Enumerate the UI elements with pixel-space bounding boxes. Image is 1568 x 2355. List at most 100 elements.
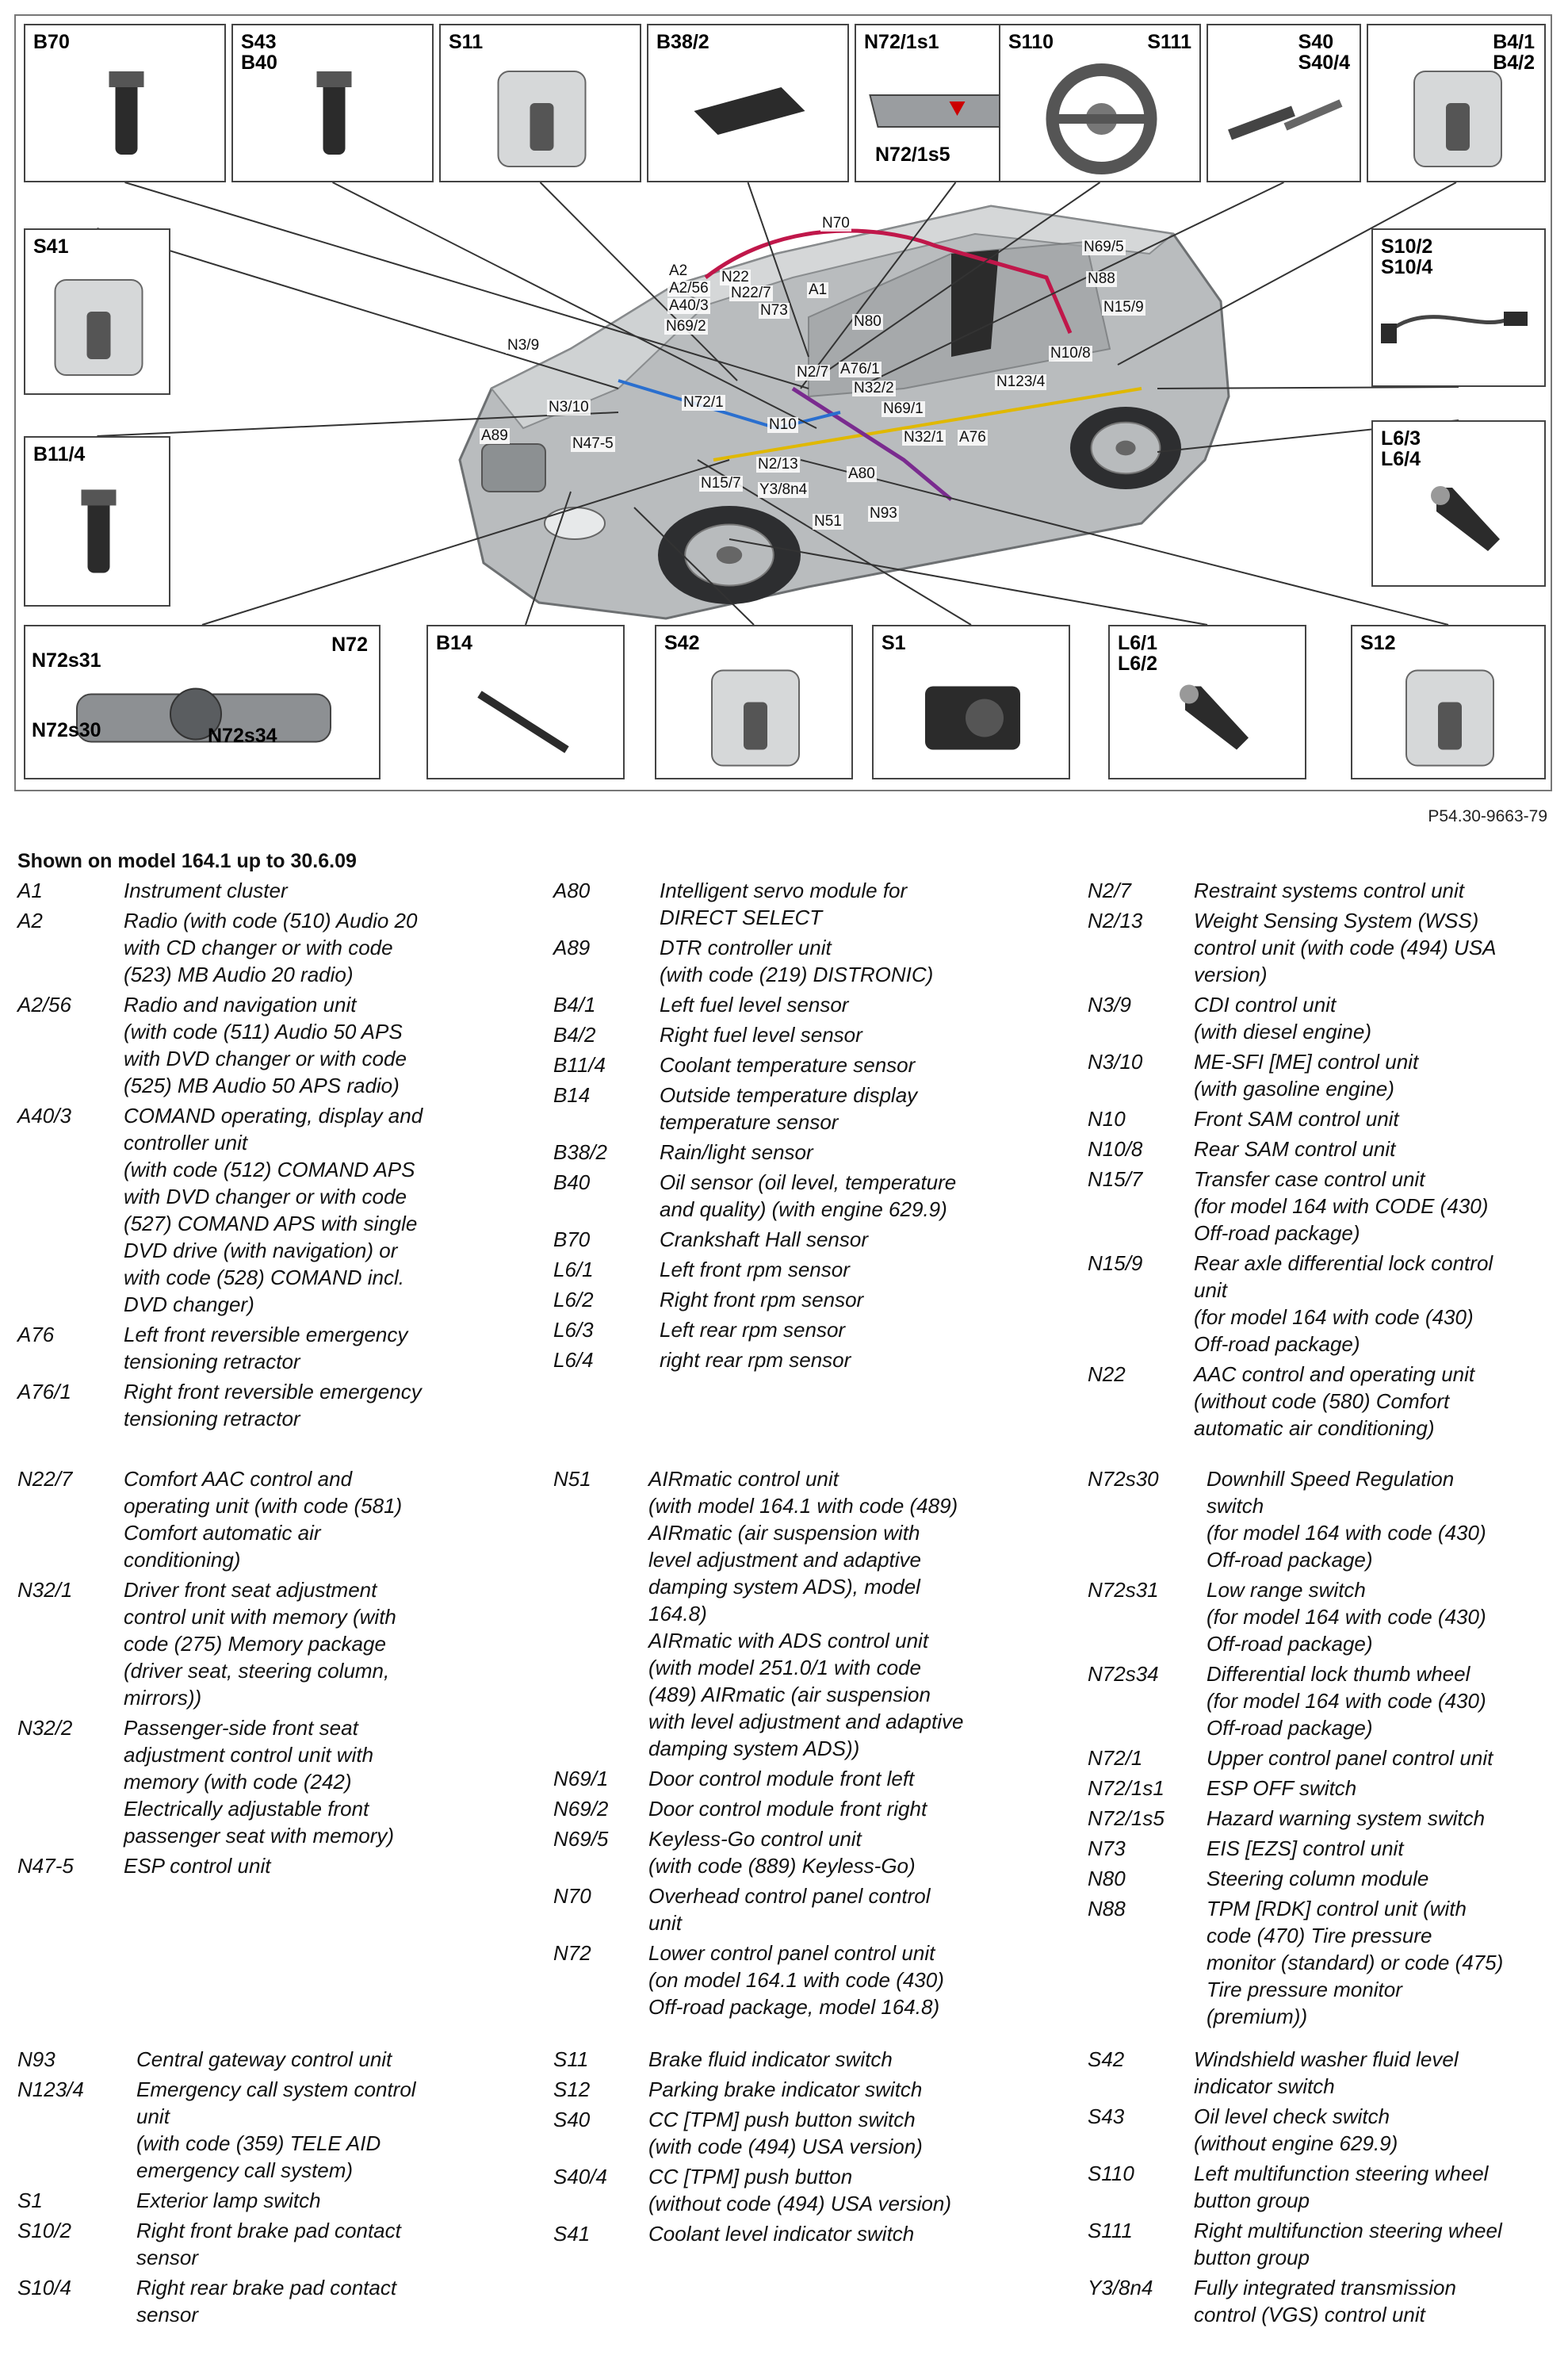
legend-code: N72s30	[1088, 1467, 1159, 1491]
leader-line-s41	[97, 228, 619, 389]
oil-level-switch-icon	[316, 71, 352, 155]
component-callout: N72/1	[682, 394, 725, 411]
rain-light-sensor-icon	[694, 87, 805, 135]
legend-entry: N69/2 Door control module front right	[553, 1795, 1029, 1822]
legend-code: A2	[17, 909, 43, 932]
thumbnail-s10-2: S10/2 S10/4	[1371, 228, 1546, 387]
legend-description: Right front brake pad contact sensor	[136, 2219, 401, 2269]
component-callout: N22/7	[729, 285, 773, 301]
legend-description: Right front reversible emergency tension…	[124, 1380, 422, 1430]
legend-code: B40	[553, 1170, 591, 1194]
leader-line-n72	[201, 459, 730, 626]
legend-code: N32/2	[17, 1716, 73, 1740]
legend-description: Radio and navigation unit (with code (51…	[124, 993, 407, 1097]
legend-code: S111	[1088, 2219, 1133, 2242]
leader-line-s42	[633, 507, 755, 626]
legend-description: Left rear rpm sensor	[660, 1318, 846, 1342]
component-callout: N69/2	[664, 318, 708, 335]
legend-code: L6/3	[553, 1318, 594, 1342]
leader-line-b11-4	[97, 412, 619, 437]
thumbnail-label: S12	[1360, 632, 1396, 654]
legend-description: Keyless-Go control unit (with code (889)…	[648, 1827, 916, 1878]
legend-code: A1	[17, 879, 43, 902]
thumbnail-l6-1: L6/1 L6/2	[1108, 625, 1306, 779]
legend-code: L6/1	[553, 1258, 594, 1281]
component-callout: A80	[847, 465, 877, 482]
legend-code: A80	[553, 879, 591, 902]
parking-brake-switch-icon	[1405, 669, 1494, 767]
legend-description: CC [TPM] push button switch (with code (…	[648, 2108, 923, 2158]
component-callout: N69/1	[882, 400, 925, 417]
brake-fluid-reservoir-icon	[497, 71, 587, 167]
car-body	[458, 205, 1230, 620]
component-callout: N2/13	[756, 456, 800, 473]
legend-description: Right multifunction steering wheel butto…	[1194, 2219, 1502, 2269]
component-callout: N80	[852, 313, 883, 330]
legend-description: CDI control unit (with diesel engine)	[1194, 993, 1372, 1043]
legend-code: A2/56	[17, 993, 71, 1017]
legend-code: N51	[553, 1467, 591, 1491]
thumbnail-b70: B70	[24, 24, 226, 182]
thumbnail-label: S1	[882, 632, 906, 654]
legend-code: N72/1s1	[1088, 1776, 1165, 1800]
component-callout: N22	[720, 269, 751, 285]
legend-description: Coolant temperature sensor	[660, 1053, 916, 1077]
legend-code: N69/5	[553, 1827, 609, 1851]
legend-code: N32/1	[17, 1578, 73, 1602]
component-callout: N10/8	[1049, 345, 1092, 362]
thumbnail-label: S43 B40	[241, 31, 277, 74]
legend-code: N10/8	[1088, 1137, 1143, 1161]
thumbnail-s42: S42	[655, 625, 853, 779]
legend-code: N72s31	[1088, 1578, 1159, 1602]
cruise-control-stalk-icon	[1228, 99, 1343, 140]
thumbnail-label: S11	[449, 31, 484, 53]
legend-code: N69/2	[553, 1797, 609, 1821]
legend-description: Right front rpm sensor	[660, 1288, 864, 1312]
legend-description: Rear axle differential lock control unit…	[1194, 1251, 1493, 1356]
washer-fluid-switch-icon	[711, 669, 800, 767]
component-callout: A2/56	[667, 280, 710, 297]
thumbnail-label: B14	[436, 632, 472, 654]
leader-line-s10-2	[1157, 386, 1459, 389]
legend-code: N70	[553, 1884, 591, 1908]
legend-code: N22	[1088, 1362, 1126, 1386]
legend-code: N93	[17, 2047, 55, 2071]
thumbnail-label: N72/1s1	[864, 31, 939, 53]
legend-code: N72	[553, 1941, 591, 1965]
legend-description: CC [TPM] push button (without code (494)…	[648, 2165, 951, 2215]
legend-description: Left front rpm sensor	[660, 1258, 850, 1281]
legend-description: EIS [EZS] control unit	[1207, 1836, 1404, 1860]
legend-description: Door control module front right	[648, 1797, 927, 1821]
thumbnail-label: B38/2	[656, 31, 709, 53]
thumbnail-b38-2: B38/2	[647, 24, 849, 182]
coolant-temp-sensor-icon	[81, 489, 117, 573]
legend-code: N72/1s5	[1088, 1806, 1165, 1830]
thumbnail-s40: S40 S40/4	[1207, 24, 1361, 182]
legend-code: B38/2	[553, 1140, 607, 1164]
legend-entry: S111 Right multifunction steering wheel b…	[1088, 2217, 1563, 2271]
legend-code: S42	[1088, 2047, 1125, 2071]
component-callout: N73	[759, 302, 790, 319]
legend-description: Restraint systems control unit	[1194, 879, 1465, 902]
legend-description: Parking brake indicator switch	[648, 2077, 923, 2101]
component-callout: N88	[1086, 270, 1117, 287]
